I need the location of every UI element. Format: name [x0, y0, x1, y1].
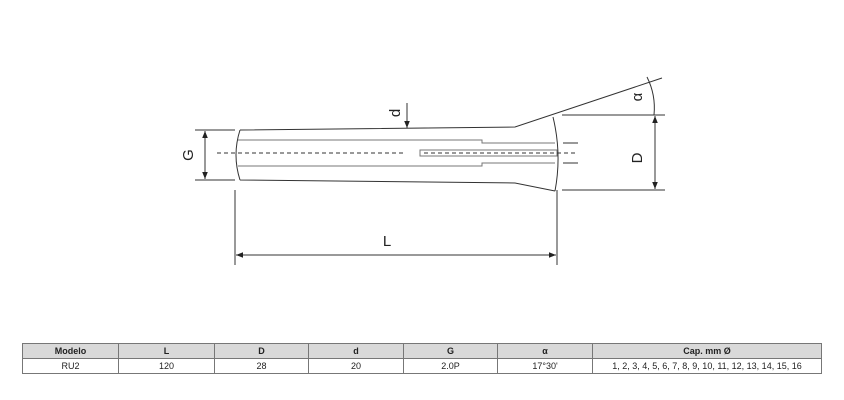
cell-modelo: RU2: [22, 358, 119, 374]
label-G: G: [180, 149, 197, 161]
bore: [238, 139, 558, 167]
cell-d: 20: [308, 358, 404, 374]
table-row: RU2 120 28 20 2.0P 17°30' 1, 2, 3, 4, 5,…: [22, 358, 822, 374]
spec-table: Modelo L D d G α Cap. mm Ø RU2 120 28 20…: [22, 343, 822, 374]
cell-capacity: 1, 2, 3, 4, 5, 6, 7, 8, 9, 10, 11, 12, 1…: [592, 358, 822, 374]
g-dimension: [195, 129, 235, 181]
cell-G: 2.0P: [403, 358, 498, 374]
collet-body: [235, 77, 663, 192]
col-D: D: [214, 343, 309, 359]
collet-drawing: G d D L α: [180, 76, 665, 265]
label-d: d: [387, 109, 404, 117]
cell-alpha: 17°30': [497, 358, 593, 374]
angle-arc: [646, 76, 655, 116]
col-d: d: [308, 343, 404, 359]
col-capacity: Cap. mm Ø: [592, 343, 822, 359]
cell-D: 28: [214, 358, 309, 374]
col-alpha: α: [497, 343, 593, 359]
col-modelo: Modelo: [22, 343, 119, 359]
col-G: G: [403, 343, 498, 359]
cell-L: 120: [118, 358, 215, 374]
col-L: L: [118, 343, 215, 359]
label-alpha: α: [629, 92, 646, 101]
label-L: L: [383, 233, 391, 250]
table-header-row: Modelo L D d G α Cap. mm Ø: [22, 343, 822, 359]
label-D: D: [629, 152, 646, 163]
